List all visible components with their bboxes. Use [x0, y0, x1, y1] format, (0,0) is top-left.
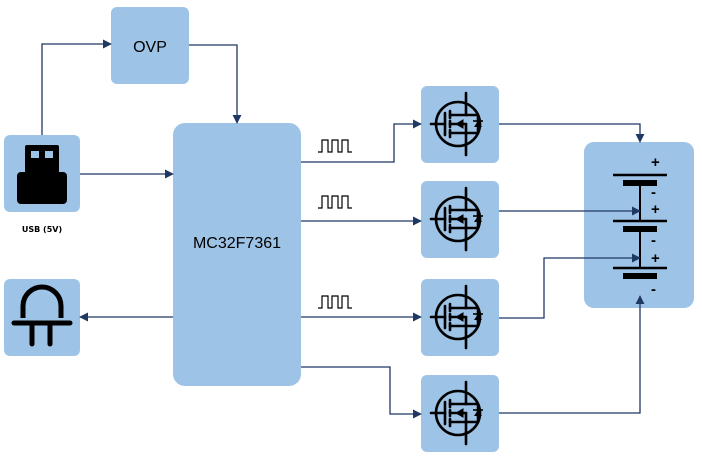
mcu-to-mosfet-1-wire	[301, 119, 422, 163]
usb-to-ovp-wire	[41, 39, 112, 135]
mcu-block	[173, 123, 301, 386]
battery-plus-sign: +	[651, 201, 660, 218]
led-icon	[11, 284, 73, 347]
mosfet-4-to-battery-wire	[499, 295, 645, 414]
usb-caption: USB (5V)	[22, 225, 62, 234]
led-block	[4, 279, 80, 356]
battery-block	[584, 142, 694, 308]
ovp-to-mcu-wire	[189, 44, 242, 124]
battery-plus-sign: +	[651, 250, 660, 267]
ovp-label: OVP	[133, 39, 167, 56]
battery-minus-sign: -	[651, 184, 656, 201]
battery-minus-sign: -	[651, 232, 656, 249]
pwm-pulse-icon	[317, 295, 353, 309]
ovp-block	[111, 7, 189, 84]
usb-plug-icon	[17, 145, 67, 204]
mosfet-1-to-battery-wire	[499, 123, 645, 143]
battery-plus-sign: +	[651, 154, 660, 171]
pwm-pulse-icon	[317, 139, 353, 153]
battery-minus-sign: -	[651, 281, 656, 298]
mcu-to-mosfet-4-wire	[301, 366, 422, 419]
mosfet-3-to-battery-wire	[499, 253, 641, 319]
mcu-label: MC32F7361	[193, 235, 281, 252]
pwm-pulse-icon	[317, 195, 353, 209]
